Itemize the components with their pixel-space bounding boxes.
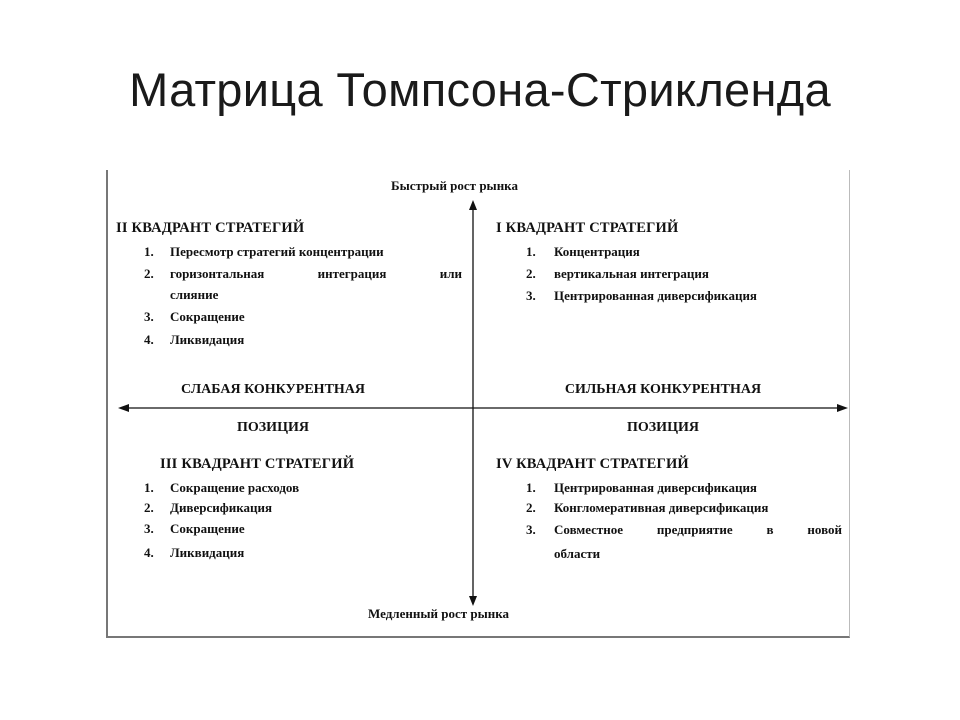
quadrant-3-item-2-num: 2. <box>144 500 154 515</box>
arrow-right-icon <box>837 404 848 412</box>
quadrant-1-item-3-num: 3. <box>526 288 536 303</box>
quadrant-2-item-2-cont: слияние <box>170 287 219 302</box>
quadrant-4-item-2-num: 2. <box>526 500 536 515</box>
quadrant-4-item-3-cont: области <box>554 546 601 561</box>
quadrant-1-item-2: вертикальная интеграция <box>554 266 709 281</box>
quadrant-2-item-1-num: 1. <box>144 244 154 259</box>
quadrant-3-item-4: Ликвидация <box>170 545 245 560</box>
axis-label-right: СИЛЬНАЯ КОНКУРЕНТНАЯ <box>564 382 762 397</box>
quadrant-2-item-3-num: 3. <box>144 309 154 324</box>
quadrant-3-heading: III КВАДРАНТ СТРАТЕГИЙ <box>160 456 355 472</box>
matrix-diagram: Быстрый рост рынка Медленный рост рынка … <box>106 170 850 638</box>
quadrant-3-item-1-num: 1. <box>144 480 154 495</box>
quadrant-1-item-3: Центрированная диверсификация <box>554 288 757 303</box>
quadrant-3-item-1: Сокращение расходов <box>170 480 300 495</box>
axis-label-left-2: ПОЗИЦИЯ <box>237 420 309 435</box>
quadrant-2-item-4: Ликвидация <box>170 332 245 347</box>
quadrant-4-item-1-num: 1. <box>526 480 536 495</box>
quadrant-4-item-1: Центрированная диверсификация <box>554 480 757 495</box>
arrow-left-icon <box>118 404 129 412</box>
quadrant-2-item-2-num: 2. <box>144 266 154 281</box>
quadrant-4-item-3: Совместное предприятие в новой <box>554 522 842 537</box>
axis-label-right-2: ПОЗИЦИЯ <box>627 420 699 435</box>
quadrant-3-item-4-num: 4. <box>144 545 154 560</box>
quadrant-2-item-3: Сокращение <box>170 309 245 324</box>
arrow-down-icon <box>469 596 477 606</box>
quadrant-2-item-2: горизонтальная интеграция или <box>170 266 462 281</box>
quadrant-3-item-2: Диверсификация <box>170 500 273 515</box>
quadrant-2-item-1: Пересмотр стратегий концентрации <box>170 244 384 259</box>
quadrant-2-item-4-num: 4. <box>144 332 154 347</box>
quadrant-1-item-1: Концентрация <box>554 244 640 259</box>
quadrant-4-item-2: Конгломеративная диверсификация <box>554 500 769 515</box>
slide-title: Матрица Томпсона-Стрикленда <box>129 63 831 116</box>
quadrant-4-item-3-num: 3. <box>526 522 536 537</box>
axis-label-bottom: Медленный рост рынка <box>368 606 510 621</box>
arrow-up-icon <box>469 200 477 210</box>
quadrant-3-item-3: Сокращение <box>170 521 245 536</box>
axis-label-left: СЛАБАЯ КОНКУРЕНТНАЯ <box>180 382 366 397</box>
axis-label-top: Быстрый рост рынка <box>391 178 518 193</box>
quadrant-2-heading: II КВАДРАНТ СТРАТЕГИЙ <box>116 220 305 236</box>
axes-arrows <box>118 200 848 606</box>
quadrant-1-item-1-num: 1. <box>526 244 536 259</box>
quadrant-1-item-2-num: 2. <box>526 266 536 281</box>
quadrant-4-heading: IV КВАДРАНТ СТРАТЕГИЙ <box>496 456 689 472</box>
quadrant-1-heading: I КВАДРАНТ СТРАТЕГИЙ <box>496 220 679 236</box>
quadrant-3-item-3-num: 3. <box>144 521 154 536</box>
